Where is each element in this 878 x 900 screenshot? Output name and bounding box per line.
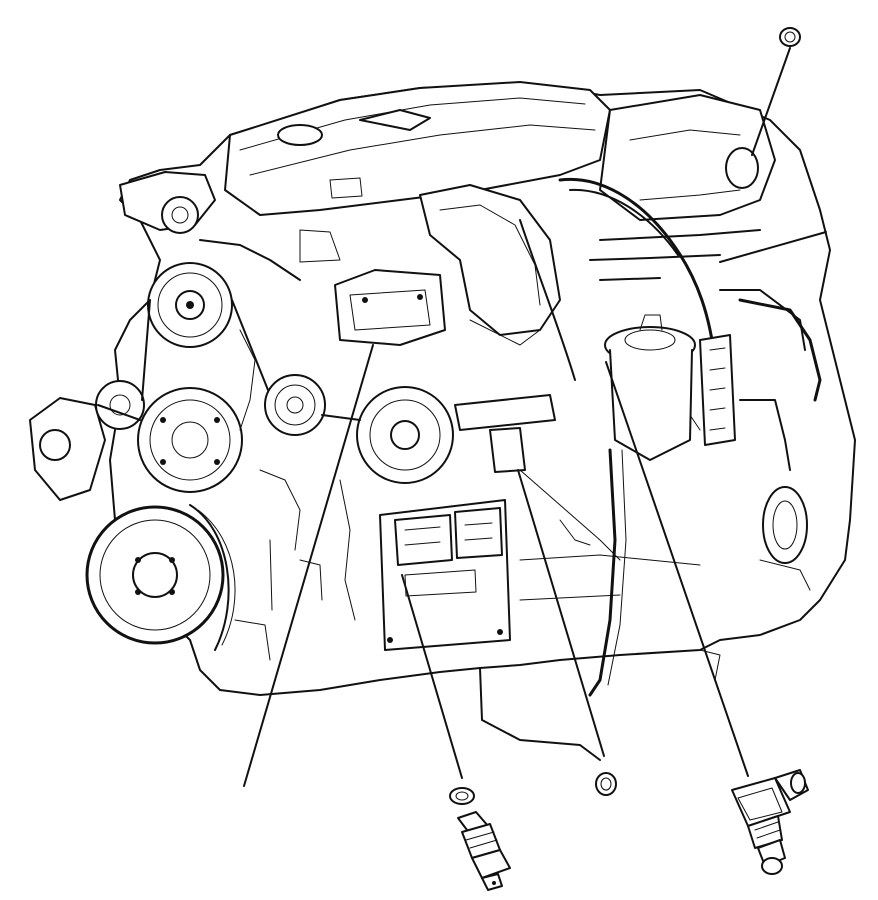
leader-line-filter [605,361,749,777]
leader-line-bracket [243,344,374,787]
fuel-cooler [699,289,822,471]
leader-line-center [517,469,605,757]
rocker-housing [599,94,776,221]
pulley-upper-left [147,262,233,348]
belt-tensioner [29,380,145,501]
oil-fill-cap [277,124,323,146]
leader-line-right [719,231,827,263]
leader-line-top [751,47,791,156]
crankshaft-damper [85,505,225,645]
dipstick-tube [588,448,627,697]
drive-belt [97,299,361,421]
head-bracket [334,269,446,346]
front-cover [234,329,323,661]
valve-cover [224,81,611,263]
leader-line-ecm [401,574,463,779]
engine-control-module [379,499,511,651]
o-ring-seal-top [779,27,801,47]
water-pump-pulley [356,386,454,484]
leader-lines [243,47,827,787]
pulley-small-upper [264,374,326,436]
fuel-lines [519,177,761,381]
temperature-sensor [457,811,511,891]
flywheel-housing [759,486,811,591]
o-ring-seal-left [449,787,475,805]
alternator-pulley [137,387,243,493]
flywheel-ring [189,504,236,651]
intake-manifold [419,184,561,346]
fuel-filter [604,314,696,461]
o-ring-seal-center [595,772,617,796]
turbocharger [119,171,301,281]
pressure-sensor [731,769,809,875]
